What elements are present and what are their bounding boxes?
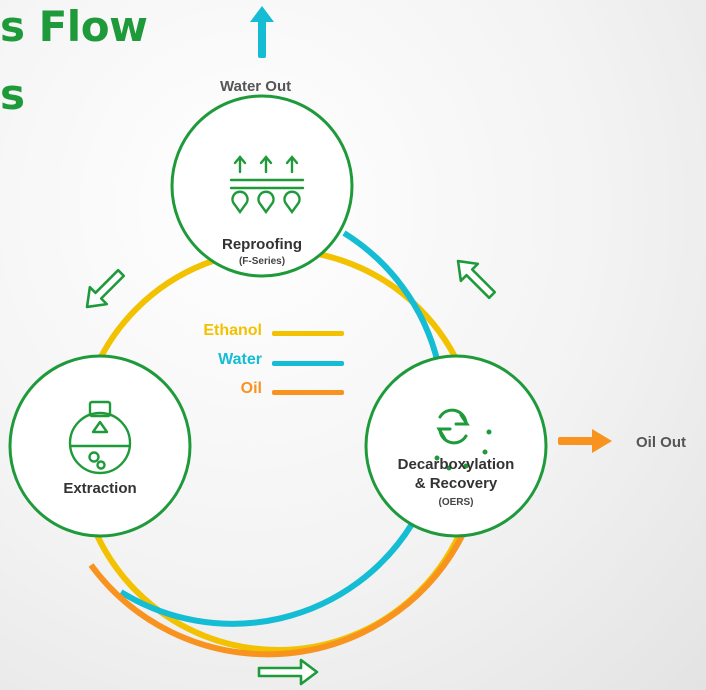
water-out-arrow-icon bbox=[250, 6, 274, 58]
legend-swatch-water bbox=[272, 361, 344, 366]
decarb-label-line2: & Recovery bbox=[414, 475, 498, 492]
reproofing-sublabel: (F-Series) bbox=[238, 256, 286, 267]
page-title: s Flow bbox=[0, 2, 148, 51]
reproofing-label: Reproofing bbox=[222, 236, 302, 253]
oil-loop bbox=[88, 530, 467, 658]
decarb-node[interactable] bbox=[364, 354, 548, 538]
oil-out-arrow-icon bbox=[558, 429, 612, 453]
arrow-to-decarb bbox=[257, 658, 319, 686]
oil-out-label: Oil Out bbox=[636, 434, 686, 451]
arrow-to-extraction bbox=[85, 268, 126, 309]
recycle-icon bbox=[436, 408, 470, 445]
arrow-to-reproofing bbox=[456, 259, 497, 300]
decarb-label-line1: Decarboxylation bbox=[397, 456, 515, 473]
page-title-line2: s bbox=[0, 70, 25, 119]
legend-swatches bbox=[272, 331, 344, 395]
distillation-icon bbox=[229, 155, 305, 215]
legend-swatch-oil bbox=[272, 390, 344, 395]
legend-label-oil: Oil bbox=[240, 380, 262, 397]
water-out-label: Water Out bbox=[220, 78, 292, 95]
reproofing-node[interactable] bbox=[170, 94, 354, 278]
legend-label-ethanol: Ethanol bbox=[203, 322, 262, 339]
flask-icon bbox=[68, 400, 132, 475]
decarb-sublabel: (OERS) bbox=[438, 497, 474, 508]
extraction-label: Extraction bbox=[63, 480, 137, 497]
legend-swatch-ethanol bbox=[272, 331, 344, 336]
legend-label-water: Water bbox=[218, 351, 262, 368]
recycle-dots bbox=[434, 429, 492, 471]
